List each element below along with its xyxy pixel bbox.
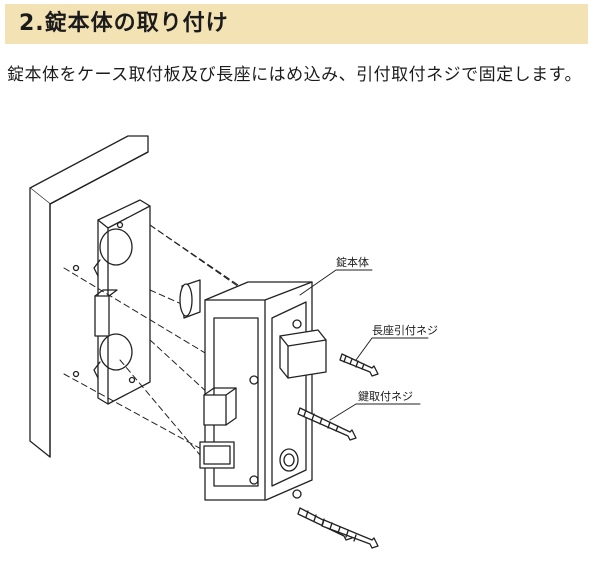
instruction-text: 錠本体をケース取付板及び長座にはめ込み、引付取付ネジで固定します。 (7, 65, 582, 85)
section-header: 2.錠本体の取り付け (5, 4, 588, 44)
callout-strike-screw: 長座引付ネジ (372, 323, 438, 337)
section-title: 2.錠本体の取り付け (19, 11, 229, 36)
callout-lock-body: 錠本体 (336, 255, 369, 269)
case-mounting-plate (72, 199, 151, 405)
bottom-screw-2 (321, 519, 379, 549)
lock-body (179, 279, 327, 501)
door-frame (29, 135, 149, 458)
callout-lock-mount-screw: 鍵取付ネジ (358, 389, 413, 403)
strike-screw (339, 353, 379, 377)
leader-lines (299, 269, 429, 421)
lock-mount-screw (297, 407, 357, 441)
